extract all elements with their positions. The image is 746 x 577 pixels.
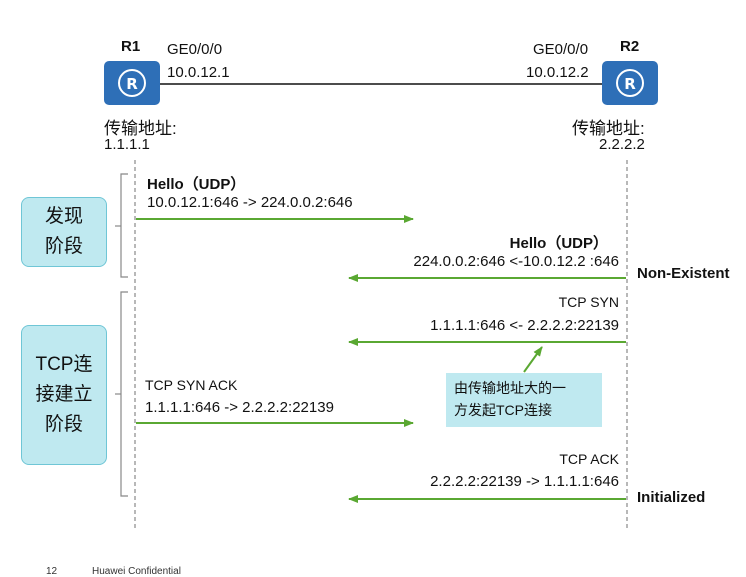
phase-tcp-line1: TCP连 [35, 354, 93, 375]
r2-router[interactable]: R [602, 61, 658, 105]
r2-interface: GE0/0/0 [533, 41, 589, 58]
svg-text:R: R [624, 75, 636, 93]
r2-name: R2 [620, 38, 640, 55]
r1-ip: 10.0.12.1 [167, 64, 230, 81]
tcp-bracket [120, 291, 128, 497]
router-icon: R [118, 69, 146, 97]
msg-tcp-ack-title: TCP ACK [559, 451, 619, 467]
note-line2: 方发起TCP连接 [454, 402, 552, 418]
msg-tcp-ack-detail: 2.2.2.2:22139 -> 1.1.1.1:646 [430, 473, 619, 490]
r2-transport-label: 传输地址: [572, 119, 645, 138]
r2-ip: 10.0.12.2 [526, 64, 589, 81]
msg-tcp-syn-ack-title: TCP SYN ACK [145, 377, 238, 393]
phase-tcp-line3: 阶段 [44, 414, 83, 435]
msg-tcp-syn-ack-detail: 1.1.1.1:646 -> 2.2.2.2:22139 [145, 399, 334, 416]
msg-tcp-syn-detail: 1.1.1.1:646 <- 2.2.2.2:22139 [430, 317, 619, 334]
r1-transport-label: 传输地址: [104, 119, 177, 138]
svg-text:R: R [126, 75, 138, 93]
phase-discovery: 发现 阶段 [21, 197, 107, 267]
footer-page-number: 12 [46, 566, 58, 577]
phase-discovery-line2: 阶段 [44, 236, 83, 257]
phase-discovery-line1: 发现 [44, 206, 83, 227]
r1-router[interactable]: R [104, 61, 160, 105]
msg-hello-r2-title: Hello（UDP） [509, 235, 608, 252]
msg-hello-r1-title: Hello（UDP） [147, 176, 246, 193]
note-line1: 由传输地址大的一 [454, 380, 566, 396]
discovery-bracket [120, 173, 128, 278]
r1-name: R1 [121, 38, 141, 55]
msg-tcp-syn-title: TCP SYN [558, 294, 619, 310]
msg-hello-r2-detail: 224.0.0.2:646 <-10.0.12.2 :646 [413, 253, 619, 270]
r2-transport-addr: 2.2.2.2 [599, 136, 645, 153]
note-pointer-arrow [523, 346, 543, 373]
phase-tcp-line2: 接建立 [35, 384, 93, 405]
state-non-existent: Non-Existent [637, 265, 730, 282]
r1-interface: GE0/0/0 [167, 41, 223, 58]
footer-label: Huawei Confidential [92, 566, 181, 577]
note-box: 由传输地址大的一 方发起TCP连接 [446, 373, 602, 427]
r1-transport-addr: 1.1.1.1 [104, 136, 150, 153]
state-initialized: Initialized [637, 489, 706, 506]
phase-tcp: TCP连 接建立 阶段 [21, 325, 107, 465]
msg-hello-r1-detail: 10.0.12.1:646 -> 224.0.0.2:646 [147, 194, 353, 211]
router-icon: R [616, 69, 644, 97]
